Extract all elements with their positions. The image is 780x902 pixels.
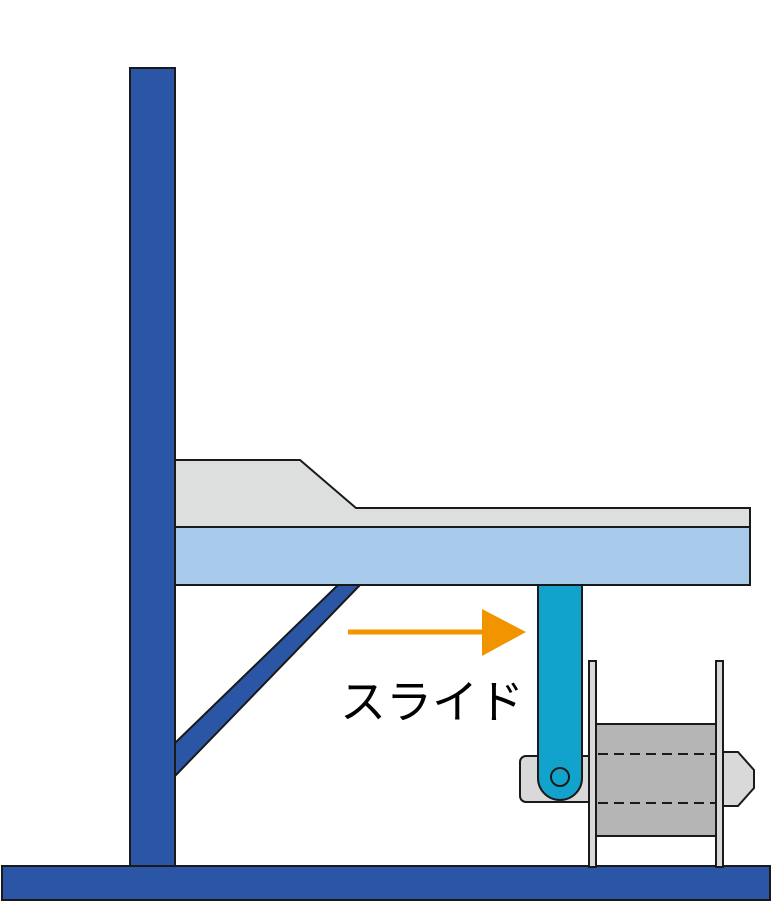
wire-reel xyxy=(519,660,755,868)
diagonal-brace xyxy=(174,584,363,779)
table-top xyxy=(174,459,751,528)
vertical-post xyxy=(129,67,176,869)
base-beam xyxy=(1,865,771,901)
reel-drum xyxy=(595,723,719,837)
reel-flange-right xyxy=(715,660,724,868)
reel-flange-left xyxy=(588,660,597,868)
table-body xyxy=(174,526,751,586)
slider-arm xyxy=(537,584,583,801)
slide-direction-arrow xyxy=(348,609,526,656)
slide-label: スライド xyxy=(340,675,524,729)
slider-pivot xyxy=(550,767,570,787)
